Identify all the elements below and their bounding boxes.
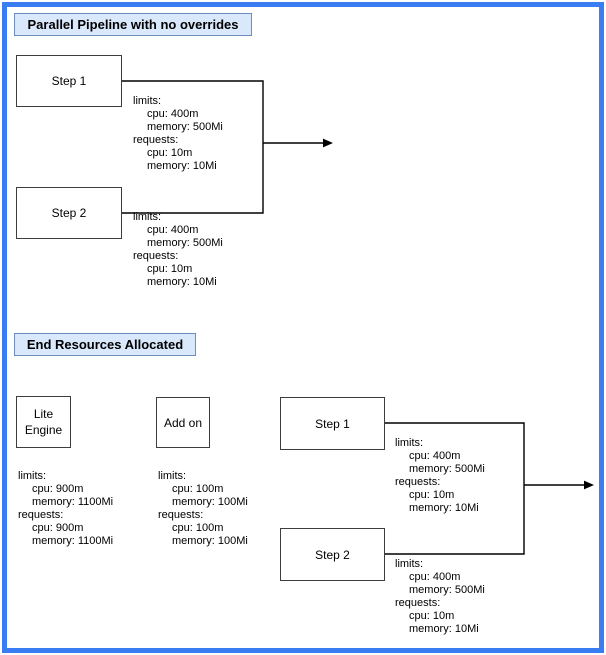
resource-line: memory: 10Mi — [409, 623, 479, 635]
step1-label-bottom: Step 1 — [315, 416, 350, 431]
resource-line: cpu: 100m — [172, 483, 224, 495]
resource-line: cpu: 900m — [32, 522, 84, 534]
resource-line: memory: 10Mi — [147, 160, 217, 172]
step1-resources-top: limits: cpu: 400m memory: 500Mi requests… — [133, 95, 223, 173]
resource-line: cpu: 400m — [147, 224, 199, 236]
add-on-label: Add on — [163, 415, 203, 430]
step1-box-bottom: Step 1 — [280, 397, 385, 450]
step2-label-top: Step 2 — [51, 206, 87, 220]
resource-line: memory: 10Mi — [409, 502, 479, 514]
lite-engine-label-line1: Lite — [33, 407, 54, 421]
resource-line: cpu: 400m — [409, 571, 461, 583]
resource-line: requests: — [133, 134, 179, 146]
section1-title: Parallel Pipeline with no overrides — [14, 13, 252, 36]
top-flow-arrow-icon — [263, 138, 333, 148]
resource-line: cpu: 900m — [32, 483, 84, 495]
resource-line: memory: 1100Mi — [32, 496, 114, 508]
resource-line: memory: 10Mi — [147, 276, 217, 288]
resource-line: requests: — [133, 250, 179, 262]
step1-label-top: Step 1 — [51, 74, 87, 88]
resource-line: cpu: 10m — [409, 489, 455, 501]
resource-line: limits: — [395, 558, 424, 570]
resource-line: memory: 100Mi — [172, 535, 248, 547]
add-on-resources: limits: cpu: 100m memory: 100Mi requests… — [158, 470, 248, 548]
bottom-flow-arrow-icon — [524, 480, 594, 490]
add-on-box: Add on — [156, 397, 210, 448]
step2-resources-bottom: limits: cpu: 400m memory: 500Mi requests… — [395, 558, 485, 636]
step1-resources-bottom: limits: cpu: 400m memory: 500Mi requests… — [395, 437, 485, 515]
resource-line: limits: — [133, 211, 162, 223]
resource-line: memory: 500Mi — [147, 121, 223, 133]
resource-line: cpu: 10m — [147, 263, 193, 275]
lite-engine-resources: limits: cpu: 900m memory: 1100Mi request… — [18, 470, 113, 548]
resource-line: limits: — [395, 437, 424, 449]
resource-line: requests: — [158, 509, 204, 521]
lite-engine-box: Lite Engine — [16, 396, 71, 448]
resource-line: requests: — [395, 597, 441, 609]
resource-line: requests: — [18, 509, 64, 521]
resource-line: cpu: 100m — [172, 522, 224, 534]
step2-box-bottom: Step 2 — [280, 528, 385, 581]
resource-line: memory: 100Mi — [172, 496, 248, 508]
step2-label-bottom: Step 2 — [315, 547, 350, 562]
resource-line: limits: — [133, 95, 162, 107]
step2-box-top: Step 2 — [16, 187, 122, 239]
resource-line: requests: — [395, 476, 441, 488]
step1-box-top: Step 1 — [16, 55, 122, 107]
resource-line: cpu: 400m — [409, 450, 461, 462]
section2-title: End Resources Allocated — [14, 333, 196, 356]
resource-line: limits: — [18, 470, 47, 482]
resource-line: memory: 500Mi — [409, 463, 485, 475]
resource-line: limits: — [158, 470, 187, 482]
resource-line: cpu: 400m — [147, 108, 199, 120]
lite-engine-label-line2: Engine — [24, 423, 63, 437]
resource-line: cpu: 10m — [409, 610, 455, 622]
step2-resources-top: limits: cpu: 400m memory: 500Mi requests… — [133, 211, 223, 289]
resource-line: memory: 1100Mi — [32, 535, 114, 547]
resource-line: memory: 500Mi — [409, 584, 485, 596]
resource-line: cpu: 10m — [147, 147, 193, 159]
resource-line: memory: 500Mi — [147, 237, 223, 249]
